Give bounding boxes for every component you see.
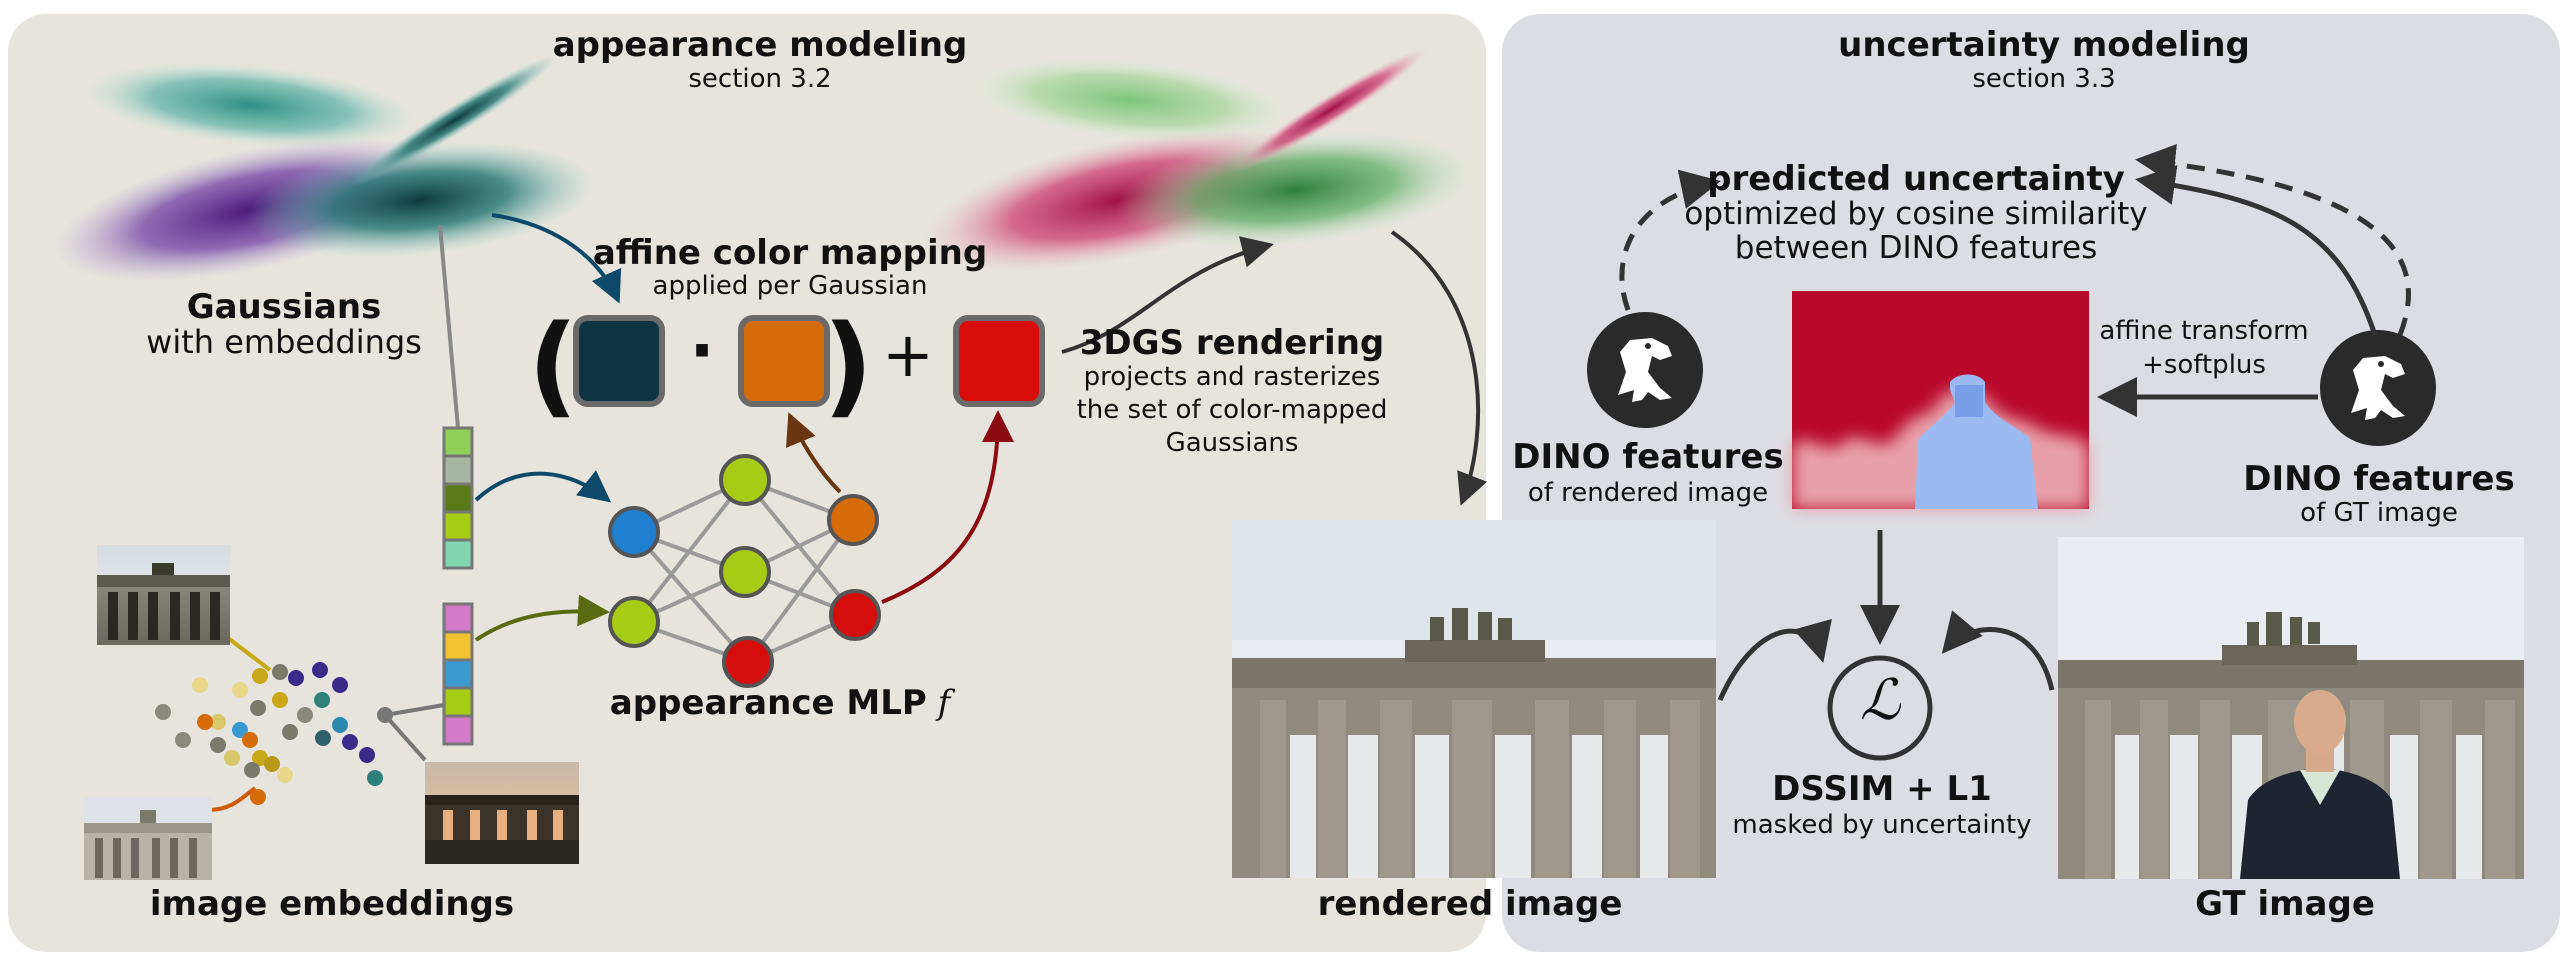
arrow-mlp-to-offset — [881, 410, 1014, 604]
panel-subtitle-appearance: section 3.2 — [688, 64, 832, 94]
arrow-render-to-image — [1390, 230, 1488, 506]
recolored-gaussians-cloud — [923, 47, 1475, 272]
rendering-sub-2: the set of color-mapped — [1076, 395, 1388, 425]
embedding-point-cloud — [155, 662, 393, 786]
embedding-connectors — [207, 636, 445, 812]
uncertainty-heatmap — [1792, 291, 2089, 509]
gaussians-cloud — [53, 55, 595, 282]
mlp-output-node-red — [829, 589, 881, 641]
image-embeddings-label: image embeddings — [149, 884, 515, 924]
mlp-label: appearance MLP f — [609, 683, 951, 723]
dino-rendered-sublabel: of rendered image — [1527, 478, 1769, 508]
uncertainty-sub-2: between DINO features — [1734, 230, 2098, 266]
gaussians-sublabel: with embeddings — [146, 323, 422, 361]
affine-label: affine color mapping — [592, 233, 988, 273]
offset-square — [953, 315, 1045, 407]
panel-subtitle-uncertainty: section 3.3 — [1972, 64, 2116, 94]
gt-image — [2058, 537, 2524, 879]
gaussian-embedding-vector — [442, 426, 474, 570]
embedding-color-square — [573, 315, 665, 407]
plus-operator: + — [882, 318, 934, 391]
arrow-rendered-to-loss — [1717, 618, 1832, 702]
close-paren: ) — [822, 301, 874, 429]
rendered-image — [1232, 520, 1716, 878]
arrow-gaussian-to-affine — [491, 213, 622, 304]
mlp-hidden-node — [722, 636, 774, 688]
arrow-image-vector-to-mlp — [474, 594, 610, 642]
mlp-output-node-orange — [827, 494, 879, 546]
uncertainty-sub-1: optimized by cosine similarity — [1684, 196, 2148, 232]
dino-rendered-icon — [1587, 312, 1703, 428]
affine-sublabel: applied per Gaussian — [652, 271, 928, 301]
loss-sublabel: masked by uncertainty — [1732, 810, 2032, 840]
image-embedding-vector — [442, 602, 474, 746]
mlp-hidden-node — [719, 454, 771, 506]
embedding-photo-bottom — [84, 797, 212, 880]
gaussian-embedding-link — [438, 224, 460, 429]
dot-operator: · — [689, 312, 715, 389]
rendered-image-label: rendered image — [1317, 884, 1623, 924]
mlp-input-node-blue — [608, 506, 660, 558]
rendering-sub-1: projects and rasterizes — [1083, 362, 1381, 392]
open-paren: ( — [527, 301, 579, 429]
dino-gt-icon — [2320, 330, 2436, 446]
embedding-photo-top — [97, 545, 230, 645]
arrow-gaussian-vector-to-mlp — [474, 470, 612, 503]
panel-title-uncertainty: uncertainty modeling — [1838, 25, 2250, 65]
dino-gt-sublabel: of GT image — [2300, 498, 2458, 528]
softplus-label: +softplus — [2142, 350, 2266, 380]
mlp-hidden-node — [719, 546, 771, 598]
loss-circle — [1827, 655, 1933, 761]
arrow-gt-to-loss — [1941, 610, 2055, 691]
mlp-input-node-green — [608, 596, 660, 648]
rendering-sub-3: Gaussians — [1165, 428, 1299, 458]
loss-symbol: ℒ — [1859, 668, 1901, 733]
affine-formula — [573, 315, 1045, 407]
gt-image-label: GT image — [2195, 884, 2375, 924]
uncertainty-label: predicted uncertainty — [1707, 159, 2125, 199]
arrow-gt-dino-to-uncertainty — [2135, 165, 2378, 336]
dino-rendered-label: DINO features — [1512, 437, 1784, 477]
panel-title-appearance: appearance modeling — [552, 25, 968, 65]
dino-gt-label: DINO features — [2243, 459, 2515, 499]
embedding-photo-sunset — [425, 762, 579, 864]
rendering-label: 3DGS rendering — [1079, 323, 1385, 363]
affine-transform-label: affine transform — [2099, 316, 2309, 346]
scale-square — [738, 315, 830, 407]
loss-label: DSSIM + L1 — [1772, 769, 1992, 809]
gaussians-label: Gaussians — [186, 287, 382, 327]
arrow-affine-to-render — [1061, 236, 1274, 354]
arrow-mlp-to-scale — [786, 412, 842, 494]
